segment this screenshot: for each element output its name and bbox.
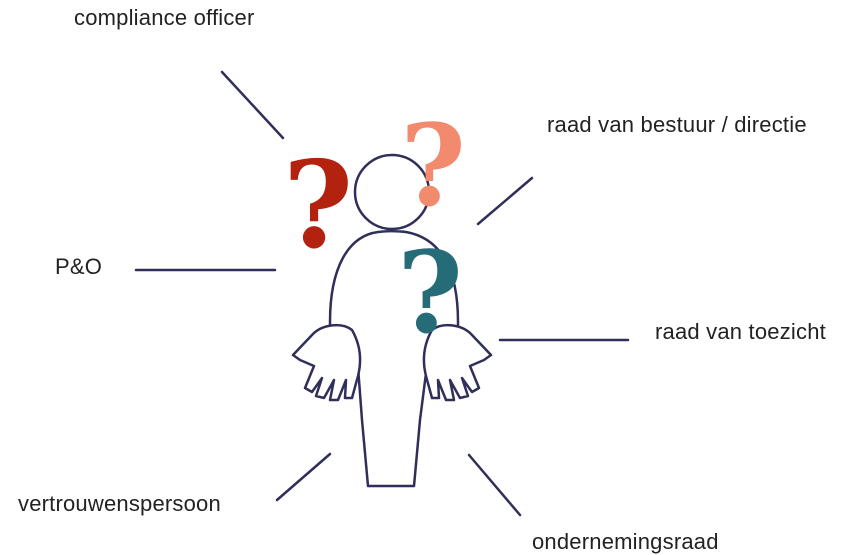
label-vertrouwenspersoon: vertrouwenspersoon xyxy=(18,491,221,516)
label-raad-van-toezicht: raad van toezicht xyxy=(655,319,826,344)
person-right-hand xyxy=(422,323,493,402)
question-mark-red: ? xyxy=(283,135,353,276)
confused-person-icon xyxy=(291,153,493,488)
label-po: P&O xyxy=(55,254,103,279)
connector-compliance-officer xyxy=(220,70,285,140)
connector-raad-van-bestuur xyxy=(476,176,534,226)
connector-ondernemingsraad xyxy=(467,453,522,517)
question-mark-salmon: ? xyxy=(400,101,466,232)
question-mark-teal: ? xyxy=(397,228,463,359)
label-compliance-officer: compliance officer xyxy=(74,5,255,30)
connector-vertrouwenspersoon xyxy=(275,452,332,502)
person-left-hand xyxy=(291,323,362,402)
label-raad-van-bestuur: raad van bestuur / directie xyxy=(547,112,807,137)
person-head xyxy=(353,153,431,231)
label-ondernemingsraad: ondernemingsraad xyxy=(532,529,719,554)
